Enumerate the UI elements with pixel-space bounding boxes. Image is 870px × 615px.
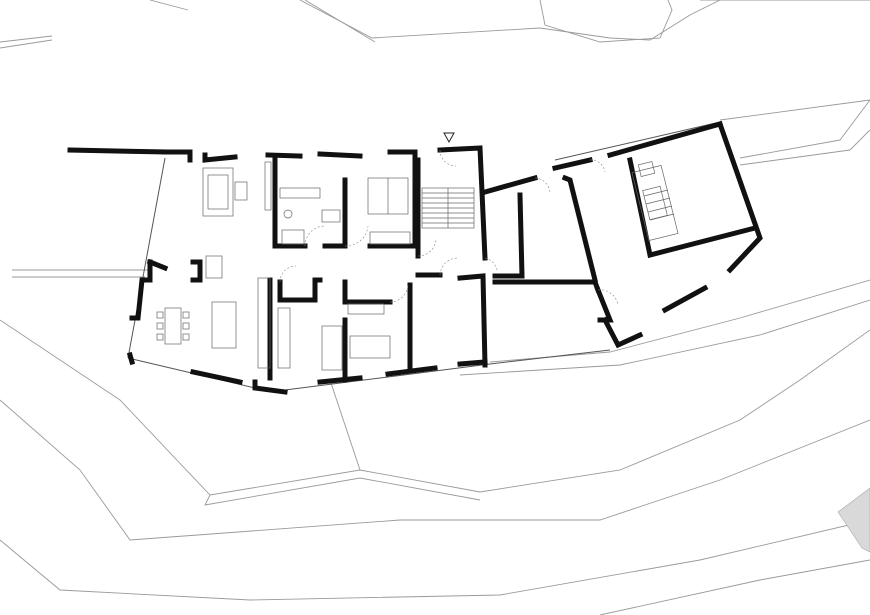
stove	[205, 255, 223, 279]
door-bed1	[344, 225, 369, 247]
wall-north-5	[387, 149, 418, 163]
road-edge-top-inner	[304, 0, 376, 43]
wardrobe-2	[277, 307, 291, 369]
door-link	[484, 257, 498, 271]
kitchen-island	[211, 301, 237, 349]
wall-living-stub	[190, 259, 203, 283]
wall-bath-mid	[322, 177, 348, 249]
sink	[321, 209, 341, 223]
wall-south-3	[252, 379, 288, 395]
wall-south-4	[317, 375, 363, 385]
chair-1	[156, 311, 164, 319]
wall-store-west	[552, 157, 593, 171]
door-garage-top	[589, 159, 606, 173]
bed-2	[349, 335, 391, 359]
driveway-line-1	[489, 279, 870, 363]
walls-annex	[481, 120, 763, 349]
rock-hatch-bottom-right	[837, 487, 870, 553]
wall-north-1	[162, 149, 193, 163]
sofa-seat	[207, 174, 229, 210]
path-top-left	[0, 35, 53, 49]
wall-bed2-west	[342, 279, 393, 305]
wall-north-3	[265, 152, 303, 159]
wall-bath-west	[272, 157, 308, 249]
slope-right-1	[839, 99, 870, 151]
wardrobe-1	[369, 231, 411, 245]
wall-north-4	[317, 151, 363, 159]
wall-link-south	[492, 279, 602, 294]
wall-south-2	[190, 369, 243, 385]
rock-outline-top	[539, 0, 673, 43]
chair-6	[182, 333, 190, 341]
wall-garage-sw	[601, 316, 644, 349]
shelf-living	[264, 161, 272, 211]
bath-counter	[279, 187, 321, 199]
slope-curve-2	[0, 399, 870, 541]
glazing-west	[127, 157, 166, 359]
entrance-triangle-icon	[443, 132, 455, 144]
terrain-right-slope	[719, 99, 870, 121]
wall-bed1-south	[367, 162, 418, 249]
slope-curve-4	[599, 559, 870, 615]
slope-curve-6	[204, 477, 481, 506]
wall-south-5	[385, 365, 438, 377]
door-entry	[439, 149, 457, 167]
glazing-garage	[554, 121, 721, 161]
wall-garage-se	[661, 284, 709, 314]
bench	[321, 325, 343, 371]
wall-garage-west	[594, 286, 614, 323]
path-mid-left	[12, 269, 150, 278]
furniture	[156, 161, 679, 371]
chair-3	[156, 333, 164, 341]
wall-south-6	[457, 359, 488, 367]
chair-5	[182, 322, 190, 330]
wall-ward-2	[277, 277, 323, 303]
staircase	[421, 187, 475, 229]
shower	[281, 229, 305, 245]
desk	[347, 303, 385, 315]
door-bath	[304, 225, 326, 247]
wall-link-mid	[492, 192, 525, 279]
door-bed3	[439, 257, 459, 276]
car	[631, 161, 679, 242]
door-ward	[279, 265, 297, 283]
slope-curve-5	[329, 379, 361, 471]
path-top-left-2	[149, 0, 189, 11]
kitchen-counter	[257, 277, 271, 369]
wall-north-2	[202, 152, 238, 163]
road-edge-top	[299, 0, 721, 41]
wall-west-notch	[129, 259, 153, 321]
wall-garage-east	[716, 120, 763, 274]
door-store	[534, 177, 551, 193]
chair-4	[182, 311, 190, 319]
wall-south-1	[126, 351, 136, 366]
path-right	[739, 139, 851, 166]
door-garage	[597, 289, 619, 306]
door-bed2	[389, 284, 409, 303]
wall-north-canopy	[67, 147, 168, 155]
dining-table	[164, 307, 182, 345]
wall-bed3-east	[457, 273, 488, 368]
slope-curve-1	[0, 319, 870, 496]
wall-link-north	[481, 174, 539, 196]
slope-curve-3	[0, 519, 870, 601]
side-table	[234, 181, 248, 201]
sofa	[202, 167, 234, 217]
chair-2	[156, 322, 164, 330]
wall-store-inner	[561, 174, 599, 284]
wall-west-notch-top	[146, 258, 169, 272]
toilet	[283, 209, 293, 219]
door-stair	[417, 239, 437, 257]
door-swings	[279, 149, 619, 306]
driveway-line-2	[459, 299, 870, 376]
wall-north-6	[437, 145, 488, 261]
wall-garage-north	[606, 120, 724, 159]
